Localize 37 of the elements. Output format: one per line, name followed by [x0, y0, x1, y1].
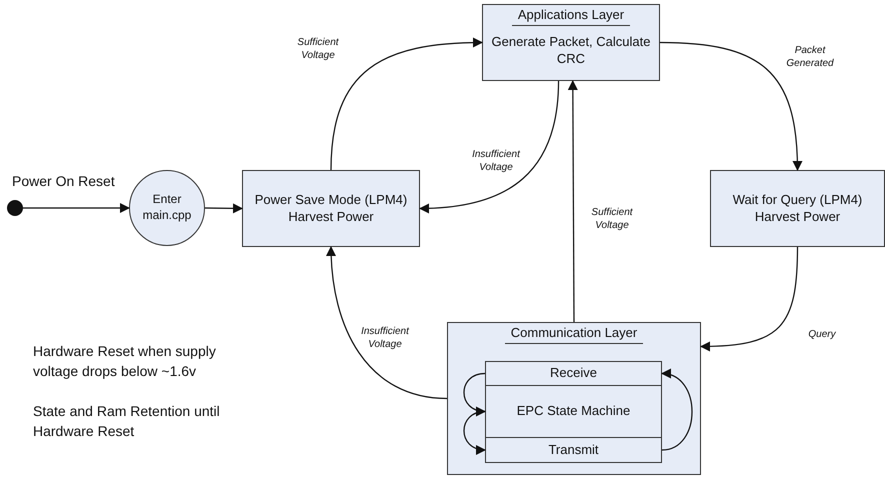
layer-title: Communication Layer — [504, 325, 644, 344]
state-box — [710, 170, 885, 247]
arrow — [23, 203, 130, 213]
arrow — [463, 410, 486, 454]
start-dot — [7, 200, 23, 216]
state-text: Generate Packet, Calculate CRC — [490, 34, 652, 68]
state-text: Enter main.cpp — [142, 192, 192, 224]
layer-box — [447, 322, 701, 475]
substate-box — [485, 385, 662, 438]
arrow — [661, 370, 693, 451]
arrow — [700, 246, 798, 352]
edge-label: Insufficient Voltage — [360, 325, 410, 351]
arrow — [205, 203, 243, 214]
state-text: Power Save Mode (LPM4) Harvest Power — [254, 192, 408, 226]
edge-label: Sufficient Voltage — [296, 36, 340, 62]
arrow — [419, 80, 560, 214]
arrow — [463, 372, 486, 416]
arrow — [660, 42, 802, 171]
note-text: State and Ram Retention until Hardware Reset — [33, 402, 221, 442]
arrow — [568, 80, 578, 322]
edge-label: Sufficient Voltage — [590, 206, 634, 232]
edge-label: Query — [807, 328, 837, 341]
note-text: Hardware Reset when supply voltage drops below ~1.6v — [33, 342, 217, 382]
state-box — [242, 170, 420, 247]
edge-label: Insufficient Voltage — [471, 148, 522, 174]
substate-box — [485, 437, 662, 463]
arrow — [330, 38, 483, 170]
state-text: Receive — [550, 365, 597, 382]
state-text: Wait for Query (LPM4) Harvest Power — [732, 192, 864, 226]
state-text: EPC State Machine — [516, 403, 630, 420]
state-text: Transmit — [548, 442, 599, 458]
substate-box — [485, 361, 662, 386]
arrow — [326, 246, 448, 400]
node-caption: Power On Reset — [12, 173, 115, 189]
layer-title: Applications Layer — [512, 7, 630, 26]
layer-box — [482, 4, 660, 81]
edge-label: Packet Generated — [785, 44, 835, 70]
